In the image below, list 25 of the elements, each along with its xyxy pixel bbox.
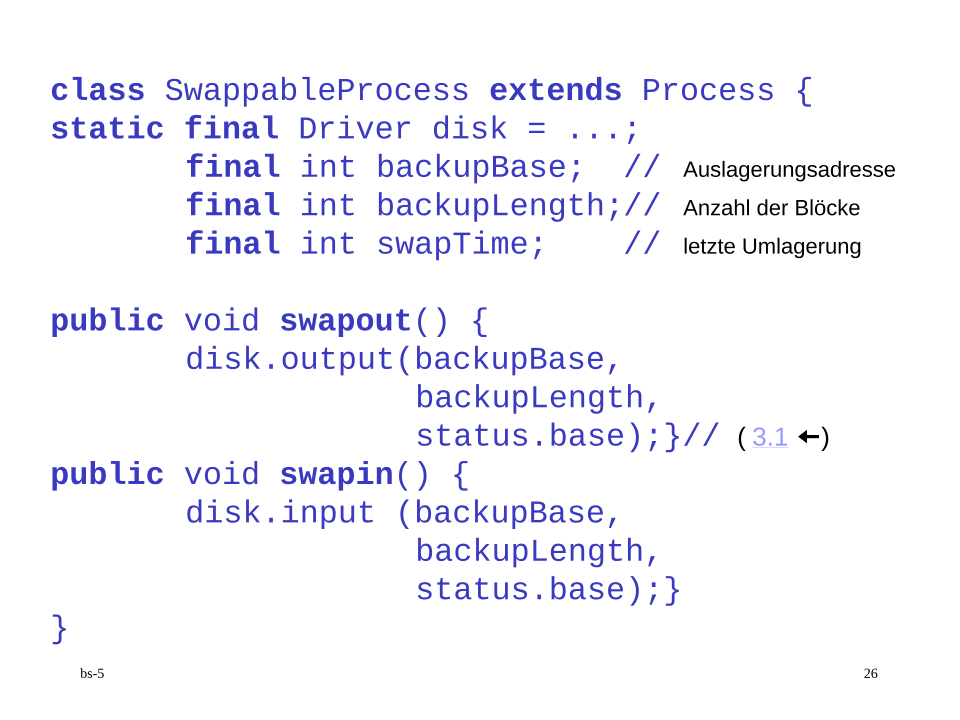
code-line: disk.output(backupBase, (187, 346, 616, 376)
code-line: // (624, 230, 660, 254)
code-line: public void swapout() { (52, 307, 486, 337)
code-line: status.base);}// (418, 422, 719, 452)
code-line: final int backupLength; (187, 192, 618, 222)
code-line: backupLength, (418, 384, 655, 414)
code-line: // (624, 192, 660, 216)
code-line: status.base);} (418, 576, 679, 606)
code-line: static final Driver disk = ...; (52, 114, 635, 144)
footer-text: bs-5 (80, 668, 104, 678)
parenthesis: ( (738, 426, 746, 451)
code-line: disk.input (backupBase, (187, 499, 616, 529)
page-number: 26 (864, 668, 878, 678)
comment-text: Anzahl der Blöcke (683, 199, 860, 216)
link: 3.1 (752, 427, 789, 448)
code-line: } (52, 614, 66, 644)
comment-text: letzte Umlagerung (684, 238, 860, 258)
parenthesis: ) (821, 426, 828, 451)
code-line: final int backupBase; (187, 153, 580, 184)
code-line: public void swapin() { (52, 460, 468, 491)
comment-text: Auslagerungsadresse (683, 160, 895, 182)
code-line: final int swapTime; (187, 230, 541, 260)
code-line: class SwappableProcess extends Process { (52, 76, 811, 107)
code-line: // (624, 154, 660, 178)
code-line: backupLength, (418, 538, 655, 568)
